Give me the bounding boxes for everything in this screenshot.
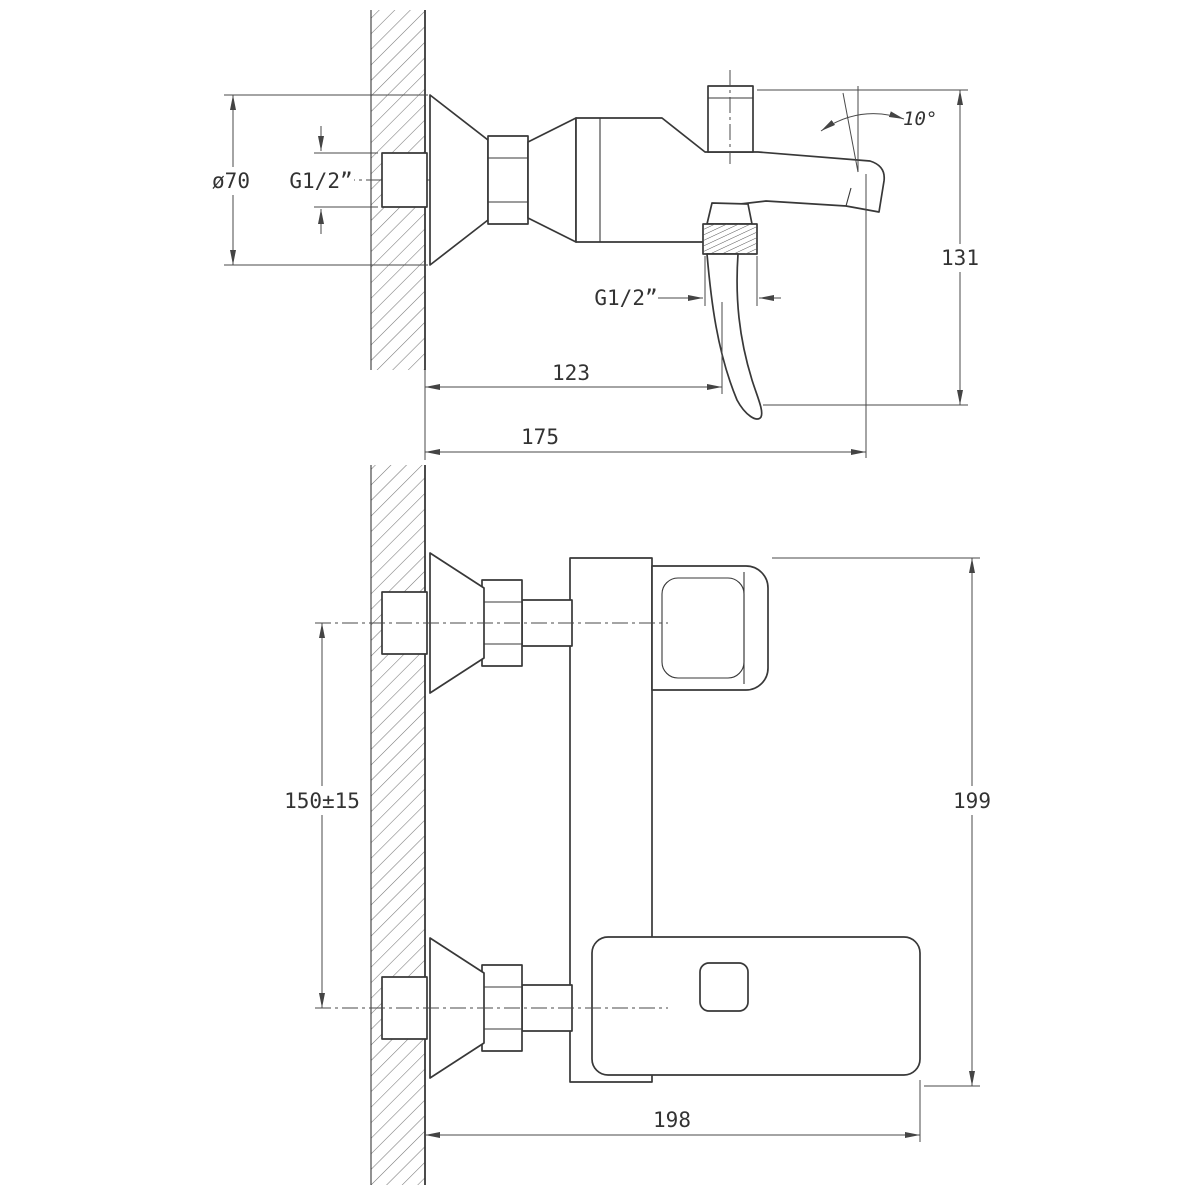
dim-depth-total: 175 <box>424 174 867 460</box>
dim-diameter: ø70 <box>203 94 428 266</box>
side-view: ø70 G1/2” 10° 131 <box>203 10 988 460</box>
dim-label-total-width: 198 <box>653 1108 691 1132</box>
dim-inlet-spacing: 150±15 <box>274 623 370 1008</box>
escutcheon-cone <box>429 94 489 266</box>
dim-label-inlet-spacing: 150±15 <box>284 789 360 813</box>
dim-depth-to-handle: 123 <box>425 302 723 394</box>
hex-nut <box>487 135 529 225</box>
inlet-pipe-stub <box>381 152 428 208</box>
dim-label-handle-thread: G1/2” <box>594 286 657 310</box>
dim-total-height: 199 <box>772 557 1000 1087</box>
handle-cartridge-front <box>651 565 769 691</box>
wall-section-bottom <box>370 465 426 1185</box>
body-bell <box>527 117 577 243</box>
dim-label-diameter: ø70 <box>212 169 250 193</box>
spout-opening <box>699 962 749 1012</box>
handle-neck <box>706 202 753 225</box>
dim-label-depth-to-handle: 123 <box>552 361 590 385</box>
faucet-front <box>315 552 921 1083</box>
front-view: 150±15 199 198 <box>274 465 1000 1185</box>
dim-label-inlet-thread: G1/2” <box>289 169 352 193</box>
handle-lever <box>706 253 763 420</box>
dim-label-height: 131 <box>941 246 979 270</box>
dim-label-depth-total: 175 <box>521 425 559 449</box>
dim-height: 131 <box>757 89 988 406</box>
dim-total-width: 198 <box>425 1080 921 1142</box>
dim-label-total-height: 199 <box>953 789 991 813</box>
faucet-side <box>381 70 886 420</box>
wall-hatch <box>371 465 425 1185</box>
dim-handle-thread: G1/2” <box>594 256 781 310</box>
dim-spout-angle: 10° <box>820 86 937 173</box>
handle-thread-hatch <box>703 224 757 254</box>
dim-label-spout-angle: 10° <box>903 108 937 130</box>
dim-inlet-thread: G1/2” <box>288 126 378 234</box>
spout-front <box>591 936 921 1076</box>
aerator-detail <box>845 187 852 207</box>
